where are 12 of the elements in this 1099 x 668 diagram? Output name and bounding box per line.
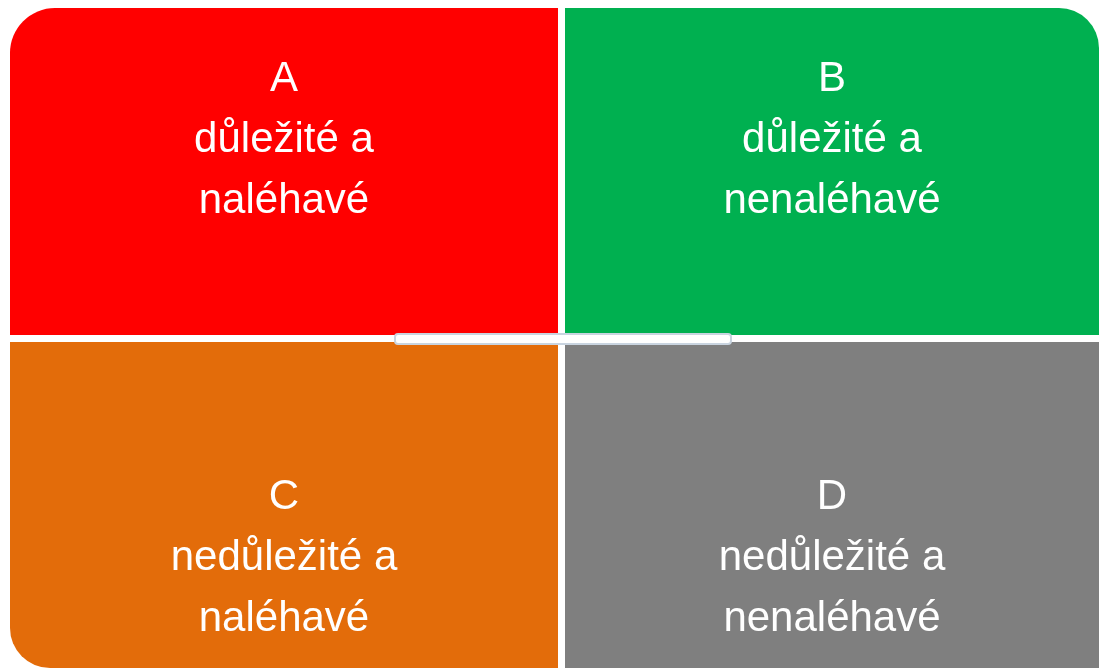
quadrant-box	[565, 342, 1099, 668]
quadrant-box	[10, 8, 558, 335]
quadrant-label: důležité a naléhavé	[193, 113, 375, 224]
quadrant-label: důležité a nenaléhavé	[722, 113, 942, 224]
quadrant-letter: D	[816, 470, 848, 520]
quadrant-letter: A	[270, 52, 298, 102]
quadrant-label: nedůležité a nenaléhavé	[717, 531, 947, 642]
quadrant-label: nedůležité a naléhavé	[169, 531, 399, 642]
quadrant-box	[10, 342, 558, 668]
quadrant-letter: C	[268, 470, 300, 520]
quadrant-letter: B	[818, 52, 846, 102]
quadrant-box	[565, 8, 1099, 335]
